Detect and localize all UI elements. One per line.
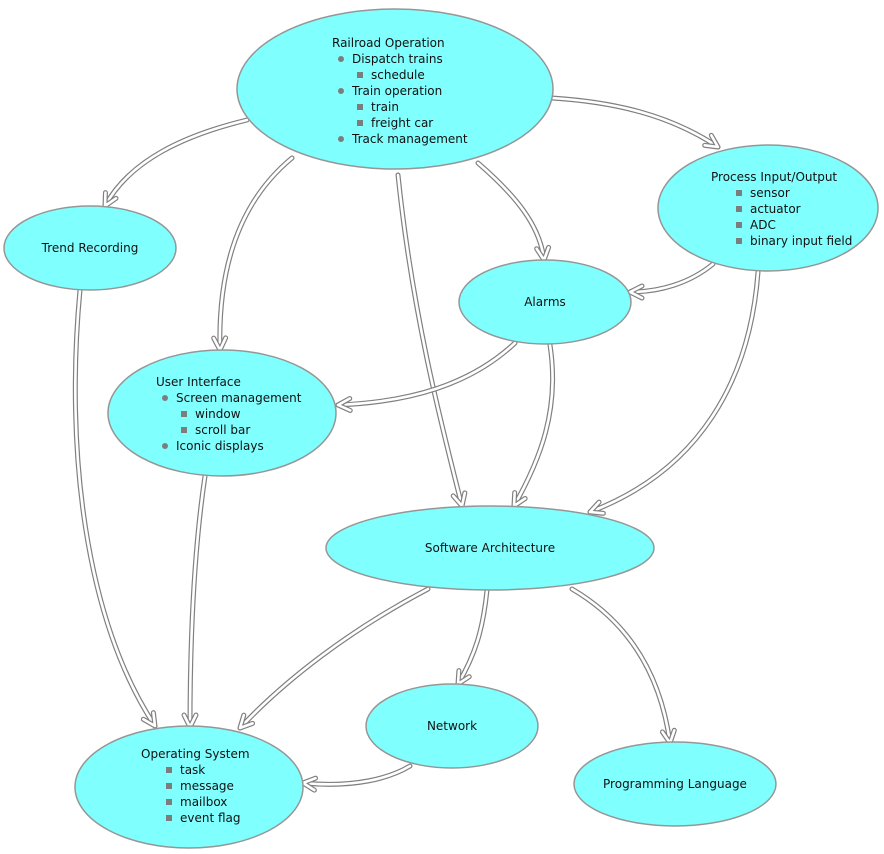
node-item-operating-system: task (180, 763, 205, 777)
node-title-process-input-output: Process Input/Output (711, 170, 837, 184)
node-shape-railroad-operation (236, 8, 554, 170)
bullet-square-icon (166, 783, 172, 789)
node-alarms[interactable]: Alarms (458, 259, 632, 345)
node-title-user-interface: User Interface (156, 375, 241, 389)
node-programming-language[interactable]: Programming Language (573, 741, 777, 827)
edge-railroad-operation-to-software-architecture (395, 172, 468, 509)
node-item-railroad-operation: schedule (371, 68, 425, 82)
node-network[interactable]: Network (365, 683, 539, 769)
node-title-alarms: Alarms (524, 295, 566, 309)
node-trend-recording[interactable]: Trend Recording (3, 205, 177, 291)
node-item-process-input-output: sensor (750, 186, 790, 200)
node-item-railroad-operation: Track management (351, 132, 468, 146)
edge-alarms-to-user-interface (335, 340, 518, 413)
edge-process-input-output-to-software-architecture (587, 269, 761, 516)
edge-trend-recording-to-operating-system (72, 287, 158, 729)
bullet-square-icon (166, 799, 172, 805)
bullet-square-icon (736, 206, 742, 212)
node-item-railroad-operation: freight car (371, 116, 433, 130)
bullet-dot-icon (162, 443, 168, 449)
node-shape-software-architecture (325, 505, 655, 591)
edge-software-architecture-to-network (455, 587, 490, 687)
edge-alarms-to-software-architecture (511, 342, 556, 509)
bullet-dot-icon (338, 56, 344, 62)
edge-railroad-operation-to-user-interface (211, 155, 295, 353)
node-item-operating-system: mailbox (180, 795, 227, 809)
bullet-square-icon (357, 120, 363, 126)
bullet-square-icon (181, 427, 187, 433)
node-shape-operating-system (74, 725, 304, 849)
node-item-user-interface: Iconic displays (176, 439, 264, 453)
edge-network-to-operating-system (300, 763, 413, 793)
bullet-square-icon (357, 72, 363, 78)
node-title-programming-language: Programming Language (603, 777, 747, 791)
node-shape-alarms (458, 259, 632, 345)
node-item-process-input-output: binary input field (750, 234, 852, 248)
node-software-architecture[interactable]: Software Architecture (325, 505, 655, 591)
node-title-software-architecture: Software Architecture (425, 541, 555, 555)
node-shape-network (365, 683, 539, 769)
edges-layer (72, 95, 761, 793)
node-title-trend-recording: Trend Recording (41, 241, 139, 255)
node-title-network: Network (427, 719, 477, 733)
node-item-user-interface: window (195, 407, 241, 421)
bullet-dot-icon (162, 395, 168, 401)
node-item-process-input-output: ADC (750, 218, 776, 232)
bullet-square-icon (736, 190, 742, 196)
node-item-user-interface: Screen management (176, 391, 302, 405)
bullet-dot-icon (338, 136, 344, 142)
edge-software-architecture-to-operating-system (237, 586, 431, 731)
edge-user-interface-to-operating-system (181, 473, 208, 730)
node-title-railroad-operation: Railroad Operation (332, 36, 445, 50)
node-item-operating-system: event flag (180, 811, 241, 825)
node-title-operating-system: Operating System (141, 747, 250, 761)
node-shape-programming-language (573, 741, 777, 827)
node-shape-trend-recording (3, 205, 177, 291)
node-shape-process-input-output (657, 144, 879, 272)
node-item-railroad-operation: train (371, 100, 399, 114)
edge-software-architecture-to-programming-language (569, 586, 677, 746)
bullet-square-icon (166, 767, 172, 773)
bullet-square-icon (736, 222, 742, 228)
bullet-square-icon (357, 104, 363, 110)
node-item-process-input-output: actuator (750, 202, 801, 216)
bullet-square-icon (181, 411, 187, 417)
edge-process-input-output-to-alarms (627, 261, 716, 301)
node-operating-system[interactable]: Operating System task message mailbox event … (74, 725, 304, 849)
edge-railroad-operation-to-alarms (475, 160, 552, 263)
bullet-dot-icon (338, 88, 344, 94)
bullet-square-icon (166, 815, 172, 821)
node-item-user-interface: scroll bar (195, 423, 250, 437)
node-item-operating-system: message (180, 779, 234, 793)
edge-railroad-operation-to-trend-recording (102, 117, 250, 209)
node-item-railroad-operation: Train operation (351, 84, 442, 98)
bullet-square-icon (736, 238, 742, 244)
edge-railroad-operation-to-process-input-output (549, 95, 721, 150)
node-item-railroad-operation: Dispatch trains (352, 52, 443, 66)
